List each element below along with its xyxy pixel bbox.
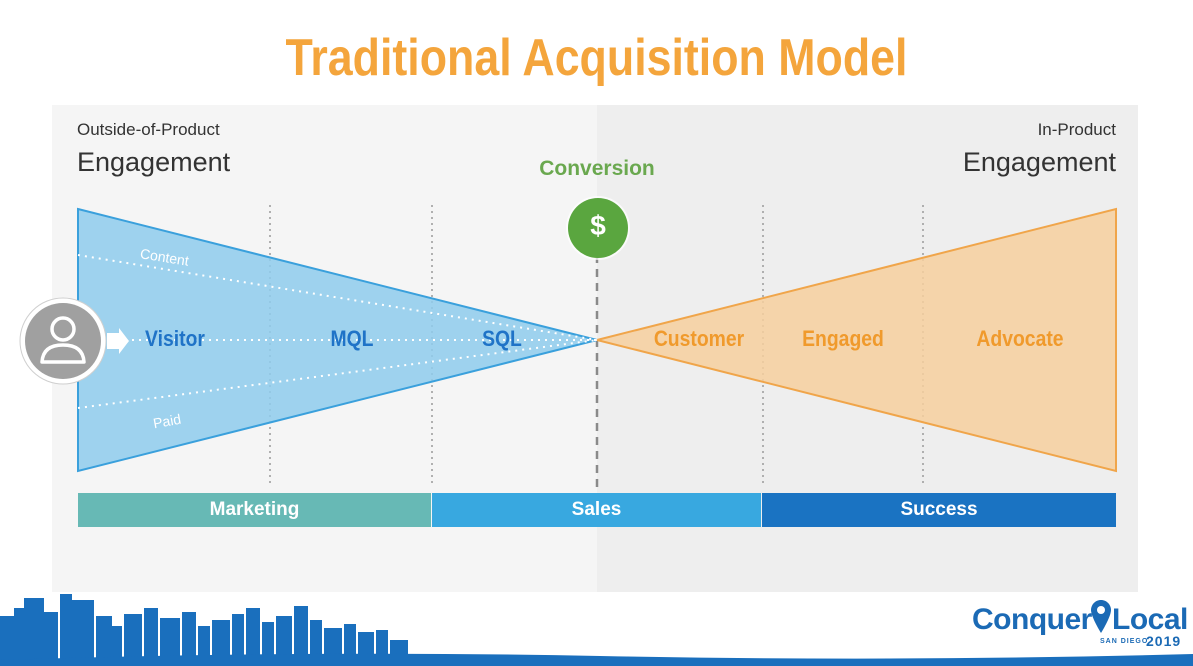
conversion-label: Conversion xyxy=(539,157,655,180)
flow-lines xyxy=(77,254,598,409)
page-title: Traditional Acquisition Model xyxy=(285,29,908,87)
visitor-avatar-icon xyxy=(19,297,107,385)
logo-name-left: Conquer xyxy=(972,603,1092,636)
funnel-out-shape xyxy=(596,207,1117,473)
right-header-big: Engagement xyxy=(962,147,1116,177)
stage-customer: Customer xyxy=(653,326,745,351)
location-pin-icon xyxy=(1091,600,1111,633)
logo-city: SAN DIEGO xyxy=(1100,638,1149,645)
stage-mql: MQL xyxy=(330,326,374,351)
skyline-ground xyxy=(0,653,1193,666)
visitor-arrow-icon xyxy=(107,328,129,354)
skyline-graphic xyxy=(0,594,1193,666)
stage-advocate: Advocate xyxy=(976,326,1064,351)
left-header-big: Engagement xyxy=(77,147,231,177)
right-header-small: In-Product xyxy=(1037,120,1116,139)
conquer-local-logo: Conquer Local SAN DIEGO 2019 xyxy=(970,597,1188,653)
logo-name-right: Local xyxy=(1112,603,1188,636)
conversion-dollar-icon xyxy=(566,196,630,260)
stage-engaged: Engaged xyxy=(802,326,884,351)
band-success: Success xyxy=(762,493,1116,527)
stage-dividers xyxy=(269,205,924,487)
band-sales: Sales xyxy=(432,493,761,527)
dollar-symbol: $ xyxy=(590,210,606,241)
band-marketing: Marketing xyxy=(78,493,431,527)
stage-visitor: Visitor xyxy=(145,326,205,351)
stage-sql: SQL xyxy=(482,326,522,351)
logo-year: 2019 xyxy=(1146,633,1182,649)
left-header-small: Outside-of-Product xyxy=(77,120,220,139)
